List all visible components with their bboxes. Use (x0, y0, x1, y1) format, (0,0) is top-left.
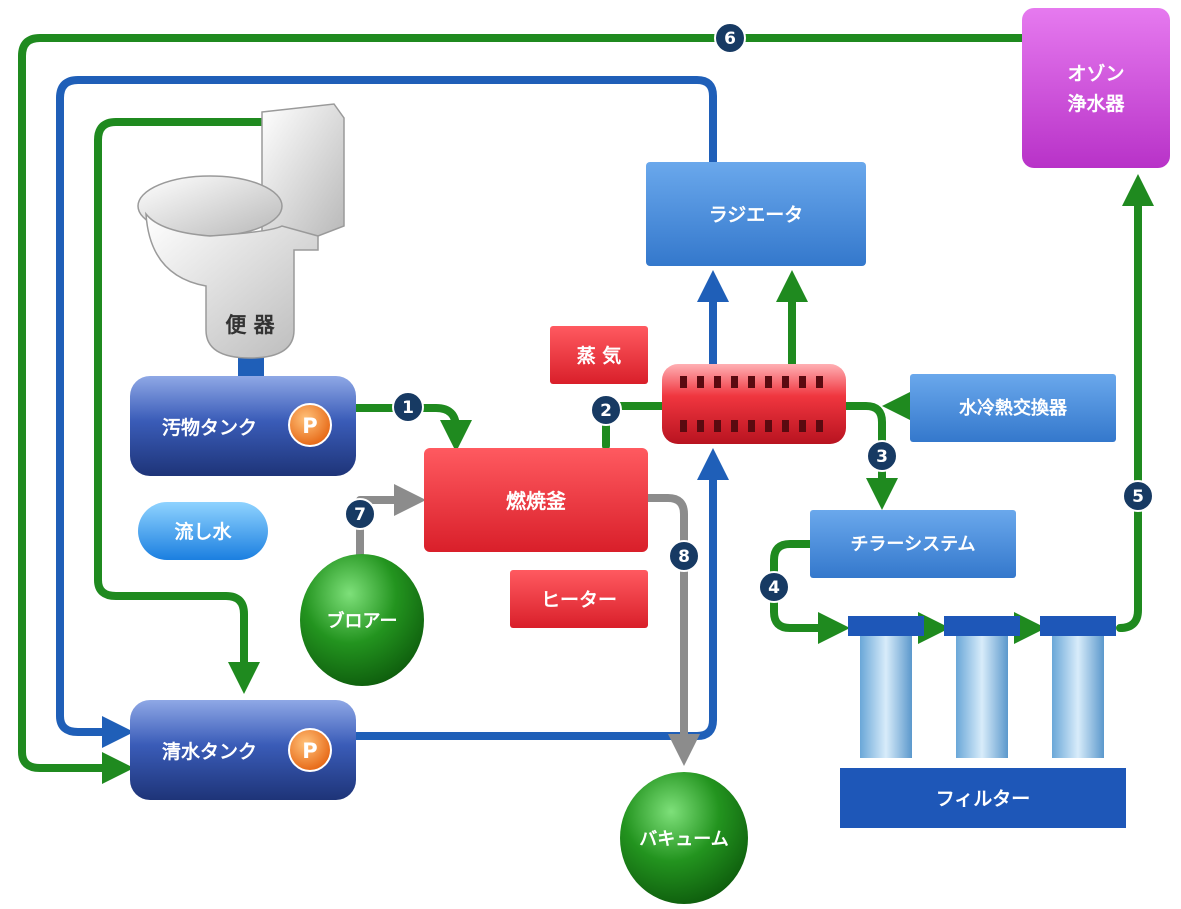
hx-fin-top (816, 376, 823, 388)
flow-number-6-text: 6 (724, 29, 736, 49)
filters: フィルター (840, 616, 1126, 828)
flow-number-6: 6 (714, 22, 746, 54)
waste-tank-pump-badge (288, 403, 332, 447)
blower-sphere (300, 554, 424, 686)
radiator: ラジエータ (646, 162, 866, 266)
water-heat-exchanger-label: 水冷熱交換器 (959, 397, 1068, 419)
flush-water-label: 流し水 (174, 520, 232, 543)
water-heat-exchanger: 水冷熱交換器 (910, 374, 1116, 442)
flow-number-3-text: 3 (876, 447, 888, 467)
hx-fin-bottom (799, 420, 806, 432)
steam-body (550, 326, 648, 384)
hx-fin-bottom (714, 420, 721, 432)
flow-number-1-text: 1 (402, 398, 414, 418)
flow-number-4-text: 4 (768, 578, 780, 598)
water-heat-exchanger-body (910, 374, 1116, 442)
flow-number-5-text: 5 (1132, 487, 1144, 507)
clean-tank-pump-letter: P (302, 739, 317, 763)
vacuum: バキューム (620, 772, 748, 904)
radiator-body (646, 162, 866, 266)
pipe-6-ozone-to-clean-tank (18, 34, 1026, 784)
hx-fin-top (714, 376, 721, 388)
clean-tank-label: 清水タンク (162, 740, 257, 763)
clean-tank-pump-badge (288, 728, 332, 772)
flow-number-8: 8 (668, 540, 700, 572)
flow-number-2-text: 2 (600, 401, 612, 421)
vacuum-label: バキューム (639, 829, 728, 850)
incinerator: 燃焼釜 (424, 448, 648, 552)
flow-number-5: 5 (1122, 480, 1154, 512)
hx-fin-top (799, 376, 806, 388)
incinerator-body (424, 448, 648, 552)
waste-tank: 汚物タンク P (130, 376, 356, 476)
pipe-2-incinerator-to-chiller (602, 402, 898, 510)
blower-label: ブロアー (327, 610, 398, 632)
filter-cap (848, 616, 924, 636)
heat-exchanger (662, 364, 846, 444)
filter-base (840, 768, 1126, 828)
filter-columns (848, 616, 1116, 758)
blower: ブロアー (300, 554, 424, 686)
pipe-flush-to-toilet (94, 118, 266, 694)
pipe-8-incinerator-to-vacuum (644, 494, 700, 766)
filter-cartridge (860, 634, 912, 758)
radiator-label: ラジエータ (709, 204, 804, 226)
hx-fin-bottom (748, 420, 755, 432)
chiller-body (810, 510, 1016, 578)
hx-fin-top (731, 376, 738, 388)
heat-exchanger-fins (680, 376, 823, 432)
hx-fin-top (680, 376, 687, 388)
flush-water-body (138, 502, 268, 560)
ozone-purifier: オゾン 浄水器 (1022, 8, 1170, 168)
filter-label: フィルター (936, 788, 1031, 810)
flow-number-7: 7 (344, 498, 376, 530)
heater-body (510, 570, 648, 628)
hx-fin-bottom (697, 420, 704, 432)
hx-fin-bottom (731, 420, 738, 432)
hx-fin-bottom (816, 420, 823, 432)
ozone-purifier-label-line1: オゾン (1067, 63, 1124, 85)
clean-tank-body (130, 700, 356, 800)
flush-water: 流し水 (138, 502, 268, 560)
hx-fin-top (697, 376, 704, 388)
toilet: 便 器 (137, 103, 345, 359)
pipe-radiator-to-clean-tank (56, 76, 717, 748)
waste-tank-body (130, 376, 356, 476)
hx-fin-bottom (782, 420, 789, 432)
toilet-bowl (145, 211, 319, 359)
flow-number-4: 4 (758, 571, 790, 603)
filter-cartridge (956, 634, 1008, 758)
filter-cartridge (1052, 634, 1104, 758)
chiller: チラーシステム (810, 510, 1016, 578)
flow-number-3: 3 (866, 440, 898, 472)
ozone-purifier-body (1022, 8, 1170, 168)
hx-fin-bottom (680, 420, 687, 432)
hx-fin-top (782, 376, 789, 388)
pipe-1-waste-to-incinerator (352, 404, 472, 452)
filter-cap (1040, 616, 1116, 636)
flow-number-1: 1 (392, 391, 424, 423)
toilet-label: 便 器 (225, 313, 275, 337)
heater-label: ヒーター (541, 589, 617, 611)
steam: 蒸 気 (550, 326, 648, 384)
clean-tank: 清水タンク P (130, 700, 356, 800)
steam-label: 蒸 気 (577, 344, 622, 367)
hx-fin-top (748, 376, 755, 388)
flow-number-2: 2 (590, 394, 622, 426)
chiller-label: チラーシステム (850, 534, 975, 555)
vacuum-sphere (620, 772, 748, 904)
flow-number-7-text: 7 (354, 505, 366, 525)
incinerator-label: 燃焼釜 (506, 489, 567, 513)
hx-fin-top (765, 376, 772, 388)
pipe-5-filters-to-ozone (1116, 174, 1154, 632)
waste-tank-pump-letter: P (302, 414, 317, 438)
ozone-purifier-label-line2: 浄水器 (1067, 92, 1125, 115)
hx-fin-bottom (765, 420, 772, 432)
filter-cap (944, 616, 1020, 636)
heater: ヒーター (510, 570, 648, 628)
waste-tank-label: 汚物タンク (162, 416, 257, 439)
flow-number-8-text: 8 (678, 547, 690, 567)
